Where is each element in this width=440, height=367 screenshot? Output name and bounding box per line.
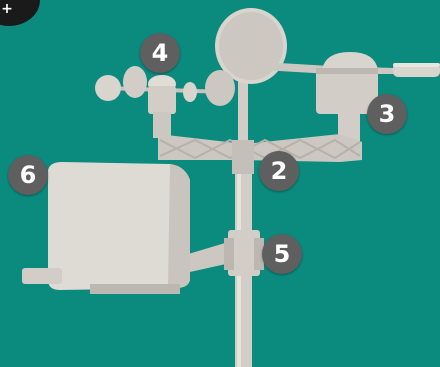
vane-tail-highlight <box>393 63 440 67</box>
sensor-housing <box>22 162 190 294</box>
corner-marker-label: + <box>1 1 13 17</box>
callout-6: 6 <box>8 155 48 195</box>
mounting-clamp <box>185 230 264 276</box>
callout-4: 4 <box>140 33 180 73</box>
sensor-dome <box>316 52 378 144</box>
anemometer <box>95 66 235 138</box>
callout-5: 5 <box>262 234 302 274</box>
callout-3: 3 <box>367 94 407 134</box>
callout-2: 2 <box>259 151 299 191</box>
